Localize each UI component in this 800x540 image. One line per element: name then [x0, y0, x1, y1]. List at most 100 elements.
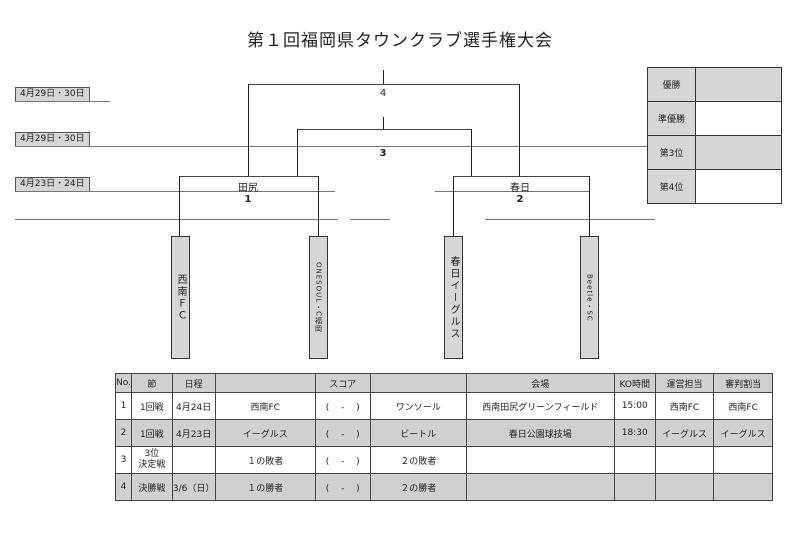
header-host: 運営担当 — [654, 373, 715, 393]
bracket-line — [383, 70, 384, 84]
row-venue — [465, 473, 615, 501]
row-venue — [465, 446, 615, 474]
ranking-label: 準優勝 — [647, 101, 696, 136]
schedule-header-row: No. 節 日程 スコア 会場 KO時間 運営担当 審判割当 — [115, 373, 773, 393]
bracket-line — [453, 176, 589, 177]
row-round: 1回戦 — [130, 419, 173, 447]
row-ko — [613, 473, 656, 501]
row-score: ( - ) — [314, 473, 371, 501]
row-round: 1回戦 — [130, 392, 173, 420]
header-round: 節 — [130, 373, 173, 393]
team-name: 春日イーグルス — [448, 255, 459, 340]
schedule-row: 1 1回戦 4月24日 西南FC ( - ) ワンソール 西南田尻グリーンフィー… — [115, 392, 773, 420]
ranking-table: 優勝 準優勝 第3位 第4位 — [647, 67, 782, 204]
third-match-number: 3 — [379, 148, 387, 159]
row-date: 4月24日 — [171, 392, 216, 420]
bracket-line — [248, 84, 519, 85]
header-ko: KO時間 — [613, 373, 656, 393]
row-round: 決勝戦 — [130, 473, 173, 501]
row-home: 西南FC — [214, 392, 316, 420]
row-referee — [713, 446, 773, 474]
date-label-semi: 4月23日・24日 — [15, 177, 90, 192]
page-title: 第１回福岡県タウンクラブ選手権大会 — [247, 31, 553, 51]
row-home: １の敗者 — [214, 446, 316, 474]
ranking-value — [695, 169, 782, 204]
guide-line — [485, 219, 655, 220]
row-host: 西南FC — [654, 392, 715, 420]
guide-line — [15, 219, 338, 220]
header-venue: 会場 — [465, 373, 615, 393]
team-box-onesoul: ONESOUL・C福岡 — [309, 236, 328, 359]
row-away: ２の敗者 — [369, 446, 467, 474]
schedule-row: 2 1回戦 4月23日 イーグルス ( - ) ビートル 春日公園球技場 18:… — [115, 419, 773, 447]
row-away: ２の勝者 — [369, 473, 467, 501]
semi2-match-number: 2 — [516, 194, 524, 205]
team-box-seinan: 西南ＦＣ — [171, 236, 190, 359]
row-venue: 春日公園球技場 — [465, 419, 615, 447]
ranking-value — [695, 101, 782, 136]
row-venue: 西南田尻グリーンフィールド — [465, 392, 615, 420]
row-date — [171, 446, 216, 474]
row-home: イーグルス — [214, 419, 316, 447]
bracket-line — [248, 84, 249, 176]
ranking-value — [695, 67, 782, 102]
row-referee — [713, 473, 773, 501]
team-box-kasuga: 春日イーグルス — [444, 236, 463, 359]
ranking-value — [695, 135, 782, 170]
row-home: １の勝者 — [214, 473, 316, 501]
row-host — [654, 446, 715, 474]
header-referee: 審判割当 — [713, 373, 773, 393]
bracket-line — [179, 176, 180, 236]
guide-line — [15, 191, 335, 192]
schedule-table: No. 節 日程 スコア 会場 KO時間 運営担当 審判割当 1 1回戦 4月2… — [115, 373, 773, 501]
row-referee: 西南FC — [713, 392, 773, 420]
final-match-number: 4 — [379, 88, 387, 99]
date-label-third: 4月29日・30日 — [15, 132, 90, 147]
header-date: 日程 — [171, 373, 216, 393]
row-date: 4月23日 — [171, 419, 216, 447]
bracket-line — [453, 176, 454, 236]
guide-line — [15, 101, 110, 102]
row-away: ワンソール — [369, 392, 467, 420]
semi1-venue: 田尻 — [238, 183, 258, 194]
schedule-row: 4 決勝戦 3/6（日） １の勝者 ( - ) ２の勝者 — [115, 473, 773, 501]
row-referee: イーグルス — [713, 419, 773, 447]
ranking-label: 第4位 — [647, 169, 696, 204]
bracket-line — [519, 84, 520, 176]
row-no: 3 — [115, 446, 132, 474]
row-date: 3/6（日） — [171, 473, 216, 501]
row-no: 1 — [115, 392, 132, 420]
date-label-final: 4月29日・30日 — [15, 87, 90, 102]
header-no: No. — [115, 373, 132, 393]
ranking-row: 優勝 — [647, 67, 782, 102]
row-no: 2 — [115, 419, 132, 447]
header-score: スコア — [314, 373, 371, 393]
team-name: ONESOUL・C福岡 — [314, 261, 323, 334]
bracket-line — [383, 117, 384, 129]
bracket-line — [297, 129, 298, 176]
row-away: ビートル — [369, 419, 467, 447]
schedule-row: 3 3位 決定戦 １の敗者 ( - ) ２の敗者 — [115, 446, 773, 474]
header-blank — [214, 373, 316, 393]
team-name: Beetle・SC — [585, 273, 594, 322]
ranking-label: 優勝 — [647, 67, 696, 102]
semi2-venue: 春日 — [510, 183, 530, 194]
team-box-beetle: Beetle・SC — [580, 236, 599, 359]
bracket-line — [179, 176, 318, 177]
guide-line — [435, 191, 590, 192]
ranking-label: 第3位 — [647, 135, 696, 170]
guide-line — [15, 146, 775, 147]
ranking-row: 第3位 — [647, 135, 782, 170]
semi1-match-number: 1 — [244, 194, 252, 205]
header-blank — [369, 373, 467, 393]
row-score: ( - ) — [314, 392, 371, 420]
team-name: 西南ＦＣ — [175, 273, 186, 322]
row-score: ( - ) — [314, 446, 371, 474]
bracket-line — [318, 176, 319, 236]
row-round: 3位 決定戦 — [130, 446, 173, 474]
bracket-line — [297, 129, 471, 130]
guide-line — [350, 219, 390, 220]
ranking-row: 準優勝 — [647, 101, 782, 136]
ranking-row: 第4位 — [647, 169, 782, 204]
row-host: イーグルス — [654, 419, 715, 447]
